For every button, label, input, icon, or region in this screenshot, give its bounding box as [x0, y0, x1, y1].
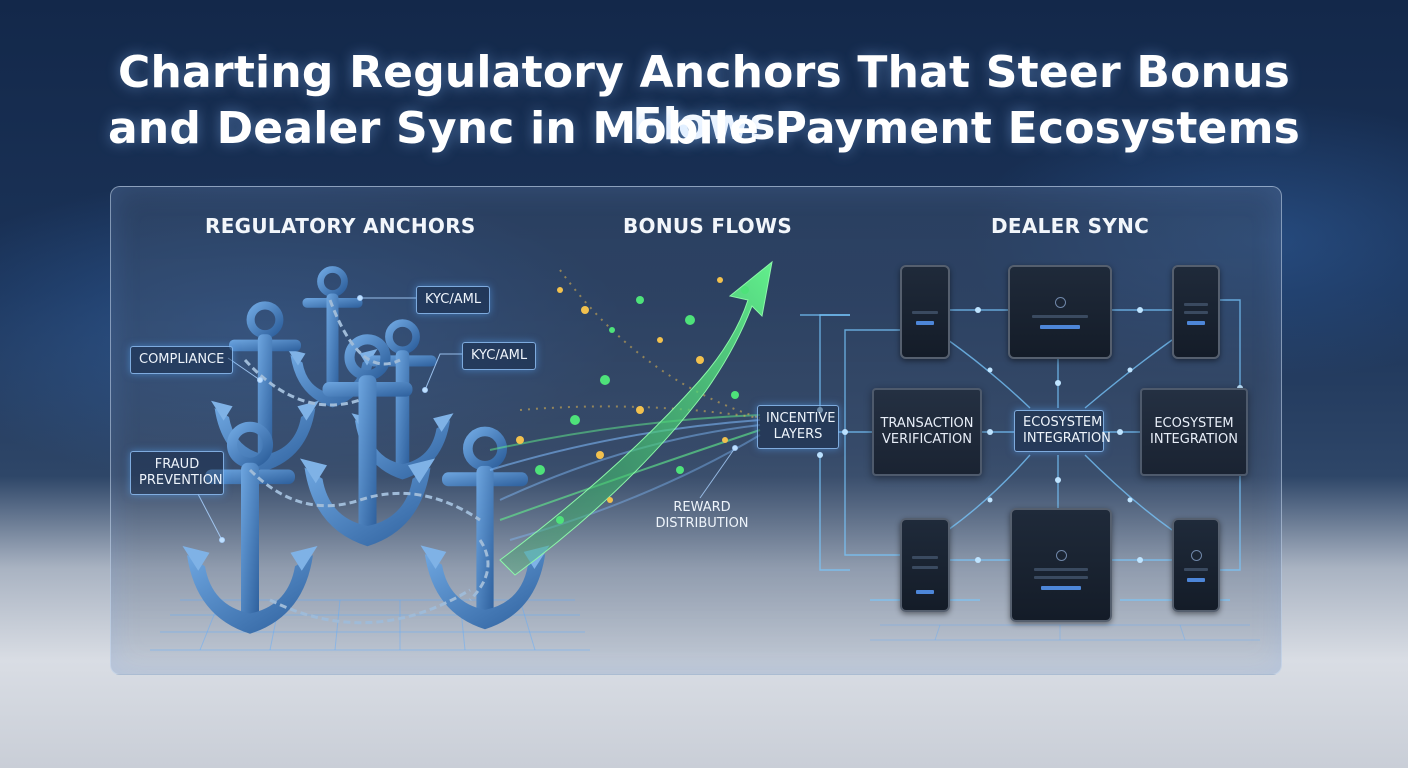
label-ecosystem-integration-center-line-1: ECOSYSTEM [1023, 415, 1103, 430]
label-fraud-prevention-line-2: PREVENTION [139, 473, 223, 488]
label-ecosystem-integration-right-line-2: INTEGRATION [1150, 432, 1238, 447]
label-transaction-verification-line-1: TRANSACTION [880, 416, 974, 431]
label-reward-distribution-line-1: REWARD [673, 500, 731, 515]
dealer-phone-top-left [900, 265, 950, 359]
section-heading-bonus-flows: BONUS FLOWS [623, 214, 793, 238]
label-fraud-prevention-line-1: FRAUD [154, 457, 200, 472]
label-kyc-aml-middle: KYC/AML [462, 342, 537, 370]
anchor-front-center [300, 339, 435, 546]
screen-transaction-verification: TRANSACTION VERIFICATION [872, 388, 982, 476]
bonus-coins [516, 277, 749, 524]
section-heading-regulatory-anchors: REGULATORY ANCHORS [205, 214, 476, 238]
label-kyc-aml-top: KYC/AML [416, 286, 491, 314]
label-ecosystem-integration-center: ECOSYSTEM INTEGRATION [1014, 410, 1111, 452]
page-title-line-2: and Dealer Sync in Mobile Payment Ecosys… [107, 103, 1301, 154]
label-incentive-layers: INCENTIVE LAYERS [757, 405, 839, 449]
dealer-phone-bottom-right [1172, 518, 1220, 612]
label-ecosystem-integration-center-line-2: INTEGRATION [1023, 431, 1111, 446]
anchor-chains [243, 299, 490, 625]
label-incentive-layers-line-2: LAYERS [773, 427, 823, 442]
label-incentive-layers-line-1: INCENTIVE [766, 411, 836, 426]
label-fraud-prevention: FRAUD PREVENTION [130, 451, 224, 495]
section-heading-dealer-sync: DEALER SYNC [991, 214, 1150, 238]
label-reward-distribution-line-2: DISTRIBUTION [655, 516, 749, 531]
label-reward-distribution: REWARD DISTRIBUTION [650, 500, 754, 532]
dealer-floor-grid [870, 624, 1260, 641]
dealer-network-nodes [817, 307, 1243, 563]
dealer-phone-top-right [1172, 265, 1220, 359]
dealer-tablet-top-center [1008, 265, 1112, 359]
label-transaction-verification-line-2: VERIFICATION [882, 432, 972, 447]
screen-ecosystem-integration-right: ECOSYSTEM INTEGRATION [1140, 388, 1248, 476]
label-compliance: COMPLIANCE [130, 346, 234, 374]
dealer-phone-bottom-left [900, 518, 950, 612]
page-title-line-1: Charting Regulatory Anchors That Steer B… [118, 47, 1290, 150]
dealer-tablet-bottom-center [1010, 508, 1112, 622]
label-ecosystem-integration-right-line-1: ECOSYSTEM [1154, 416, 1234, 431]
